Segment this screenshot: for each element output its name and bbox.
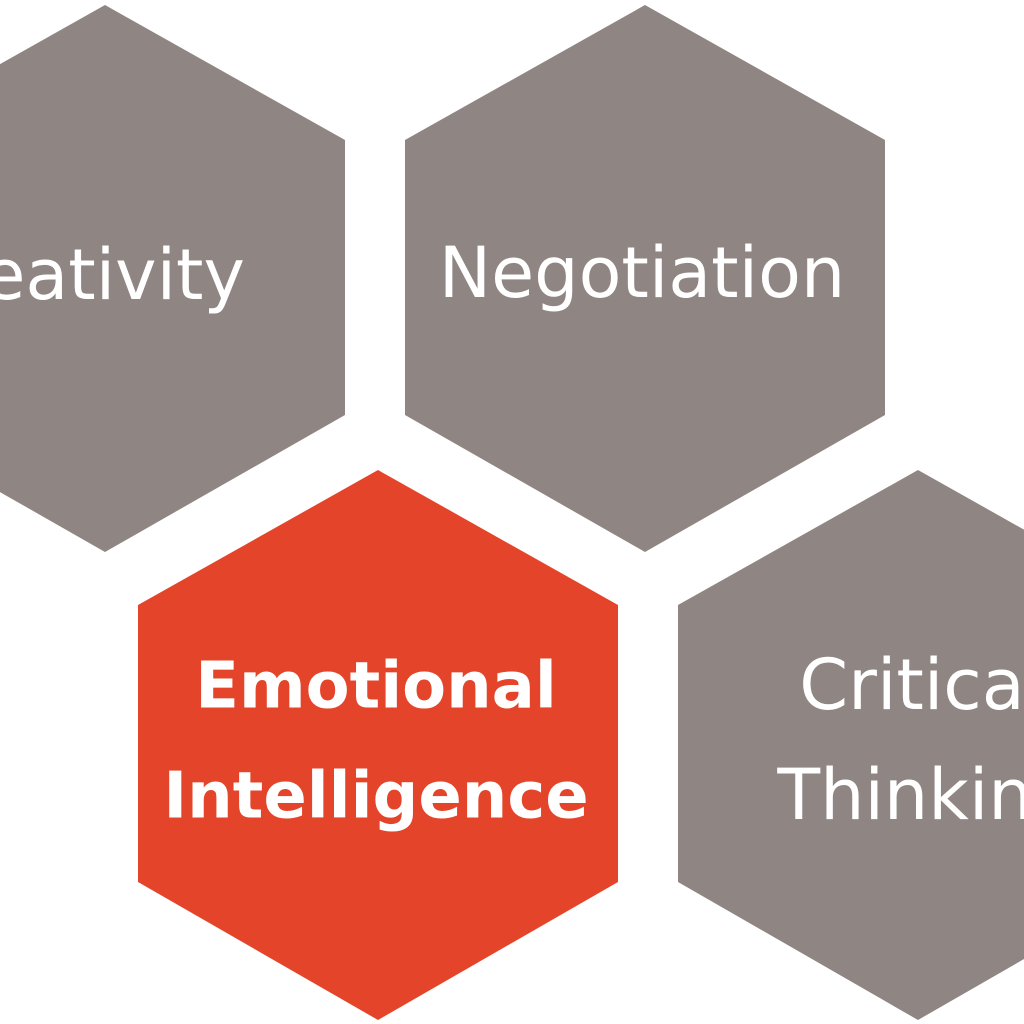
hexagon-critical-thinking-label-line-1: Critica <box>799 644 1024 726</box>
hexagon-creativity-shape <box>0 5 345 552</box>
hexagon-emotional-intelligence: Emotional Intelligence <box>138 470 618 1020</box>
hexagon-critical-thinking: Critica Thinkin <box>678 470 1024 1020</box>
hexagon-creativity: reativity <box>0 5 345 552</box>
hexagon-negotiation-shape <box>405 5 885 552</box>
hexagon-negotiation-label-line-1: Negotiation <box>439 232 846 314</box>
hexagon-negotiation: Negotiation <box>405 5 885 552</box>
hexagon-creativity-label-line-1: reativity <box>0 234 245 316</box>
hexagon-critical-thinking-label-line-2: Thinkin <box>776 754 1024 836</box>
hexagon-emotional-intelligence-label-line-2: Intelligence <box>163 760 588 834</box>
hexagon-critical-thinking-shape <box>678 470 1024 1020</box>
hexagon-emotional-intelligence-label-line-1: Emotional <box>195 650 557 724</box>
hexagon-emotional-intelligence-shape <box>138 470 618 1020</box>
